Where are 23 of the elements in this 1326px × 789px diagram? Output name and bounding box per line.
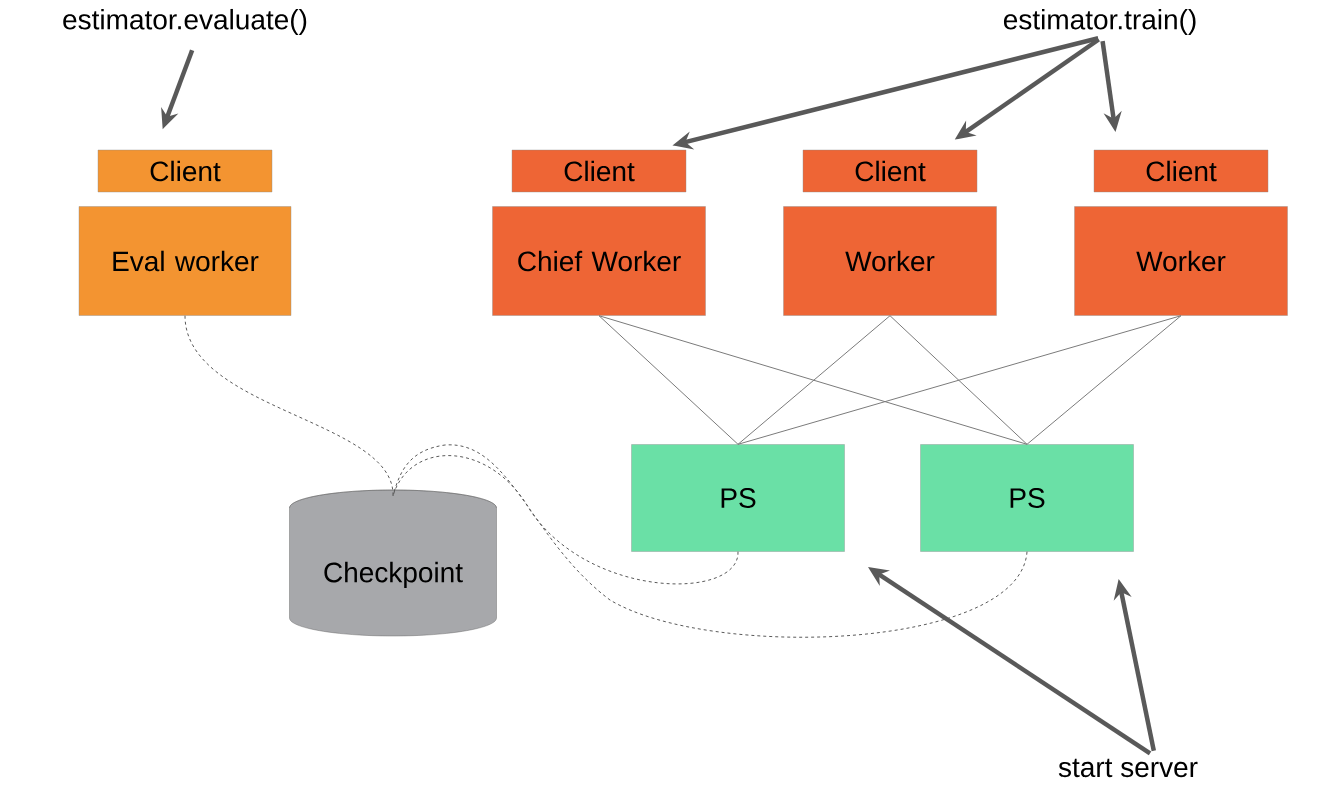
code-label: start server xyxy=(1058,758,1198,778)
process-box: PS xyxy=(920,444,1134,552)
process-box: Client xyxy=(97,149,273,193)
connector-line xyxy=(889,315,1028,445)
process-box: Worker xyxy=(783,206,997,316)
dashed-connector xyxy=(184,315,394,497)
code-label: estimator.train() xyxy=(1003,8,1196,36)
process-box: Eval worker xyxy=(78,206,292,316)
connector-line xyxy=(598,315,739,445)
process-box: PS xyxy=(631,444,845,552)
code-label: estimator.evaluate() xyxy=(63,8,307,36)
connector-line xyxy=(737,315,891,445)
process-box: Chief Worker xyxy=(492,206,706,316)
process-box: Client xyxy=(1093,149,1269,193)
process-box: Client xyxy=(802,149,978,193)
dashed-connector xyxy=(392,444,1028,638)
connector-line xyxy=(737,315,1182,445)
dashed-connector xyxy=(392,455,739,585)
database-cylinder: Checkpoint xyxy=(289,489,497,637)
connector-line xyxy=(1026,315,1182,445)
process-box: Worker xyxy=(1074,206,1288,316)
connector-line xyxy=(598,315,1028,445)
process-box: Client xyxy=(511,149,687,193)
